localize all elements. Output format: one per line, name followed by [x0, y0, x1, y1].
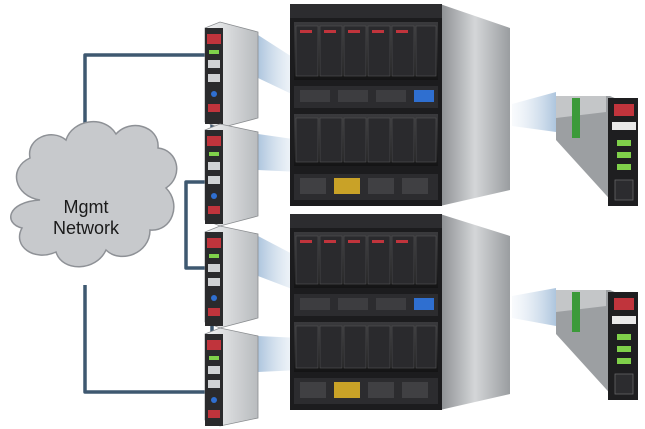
cloud-shape	[10, 120, 178, 268]
management-module-1	[204, 21, 259, 129]
chassis-top-side-panel	[440, 4, 510, 206]
chassis-top-blade-row-2	[295, 117, 437, 163]
management-modules	[204, 21, 259, 427]
callout-beams-left	[258, 35, 300, 372]
management-module-3	[204, 225, 259, 329]
callout-beam-right-1	[512, 92, 556, 132]
cable-daisy-chain-upper	[184, 180, 205, 270]
chassis-top-blade-row-1	[295, 25, 437, 77]
callout-beam-4	[258, 336, 300, 372]
chassis-bottom-blade-row-1	[295, 235, 437, 285]
cable-to-module-4	[83, 285, 205, 394]
chassis-bottom-blade-row-2	[295, 325, 437, 369]
management-module-2	[204, 123, 259, 227]
blade-chassis-bottom	[290, 214, 510, 410]
management-module-4	[204, 327, 259, 427]
chassis-bottom-side-panel	[440, 214, 510, 410]
callout-beams-right	[512, 92, 556, 326]
cloud-label-line1: Mgmt	[64, 197, 109, 217]
interconnect-module-top	[556, 96, 638, 206]
blade-chassis-top	[290, 4, 510, 206]
cloud-label-line2: Network	[53, 218, 120, 238]
callout-beam-2	[258, 134, 300, 172]
callout-beam-3	[258, 236, 300, 292]
callout-beam-1	[258, 35, 300, 98]
callout-beam-right-2	[512, 288, 556, 326]
mgmt-network-cloud: Mgmt Network	[10, 120, 178, 268]
interconnect-module-bottom	[556, 290, 638, 400]
